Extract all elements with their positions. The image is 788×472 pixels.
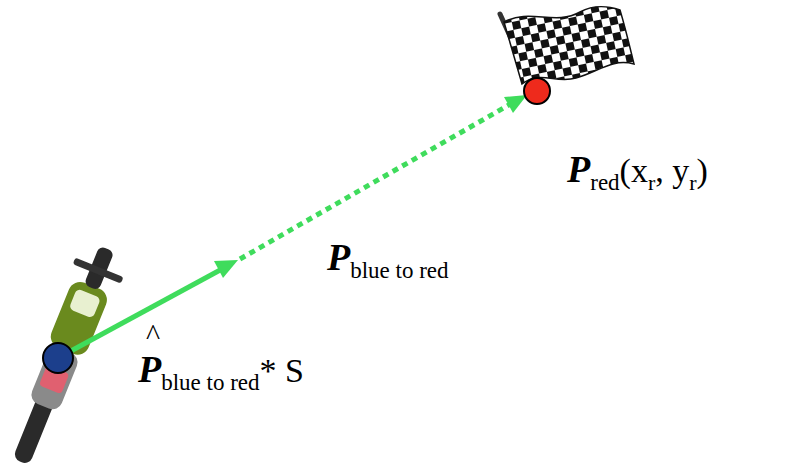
dotted-vector (240, 102, 514, 259)
label-group: Pred(xr, yr) (567, 150, 708, 188)
vector-symbol: P (567, 148, 590, 190)
red-dot (524, 78, 550, 104)
arrowhead (504, 95, 527, 113)
label-group: ^ (146, 320, 160, 350)
subscript: r (648, 170, 655, 195)
label-group: Pblue to red* S (138, 350, 304, 388)
unit-vector (58, 269, 222, 358)
handlebar (73, 258, 124, 284)
subscript: blue to red (350, 258, 448, 283)
vector-symbol: P (327, 236, 350, 278)
coordinate-text: , y (655, 152, 689, 189)
vector-arrows (58, 95, 527, 358)
subscript: blue to red (161, 370, 259, 395)
blue-dot (43, 343, 73, 373)
scale-text: * S (260, 352, 304, 389)
flag-cloth (504, 7, 634, 85)
coordinate-text: (x (620, 152, 648, 189)
subscript: r (689, 170, 696, 195)
checkered-flag-icon (500, 7, 634, 99)
vector-symbol: P (138, 348, 161, 390)
label-group: Pblue to red (327, 238, 449, 276)
motorcycle-icon (0, 239, 131, 472)
hat-symbol: ^ (146, 318, 160, 351)
windscreen (69, 288, 101, 318)
subscript: red (590, 170, 619, 195)
coordinate-text: ) (697, 152, 708, 189)
arrowhead (214, 260, 238, 278)
